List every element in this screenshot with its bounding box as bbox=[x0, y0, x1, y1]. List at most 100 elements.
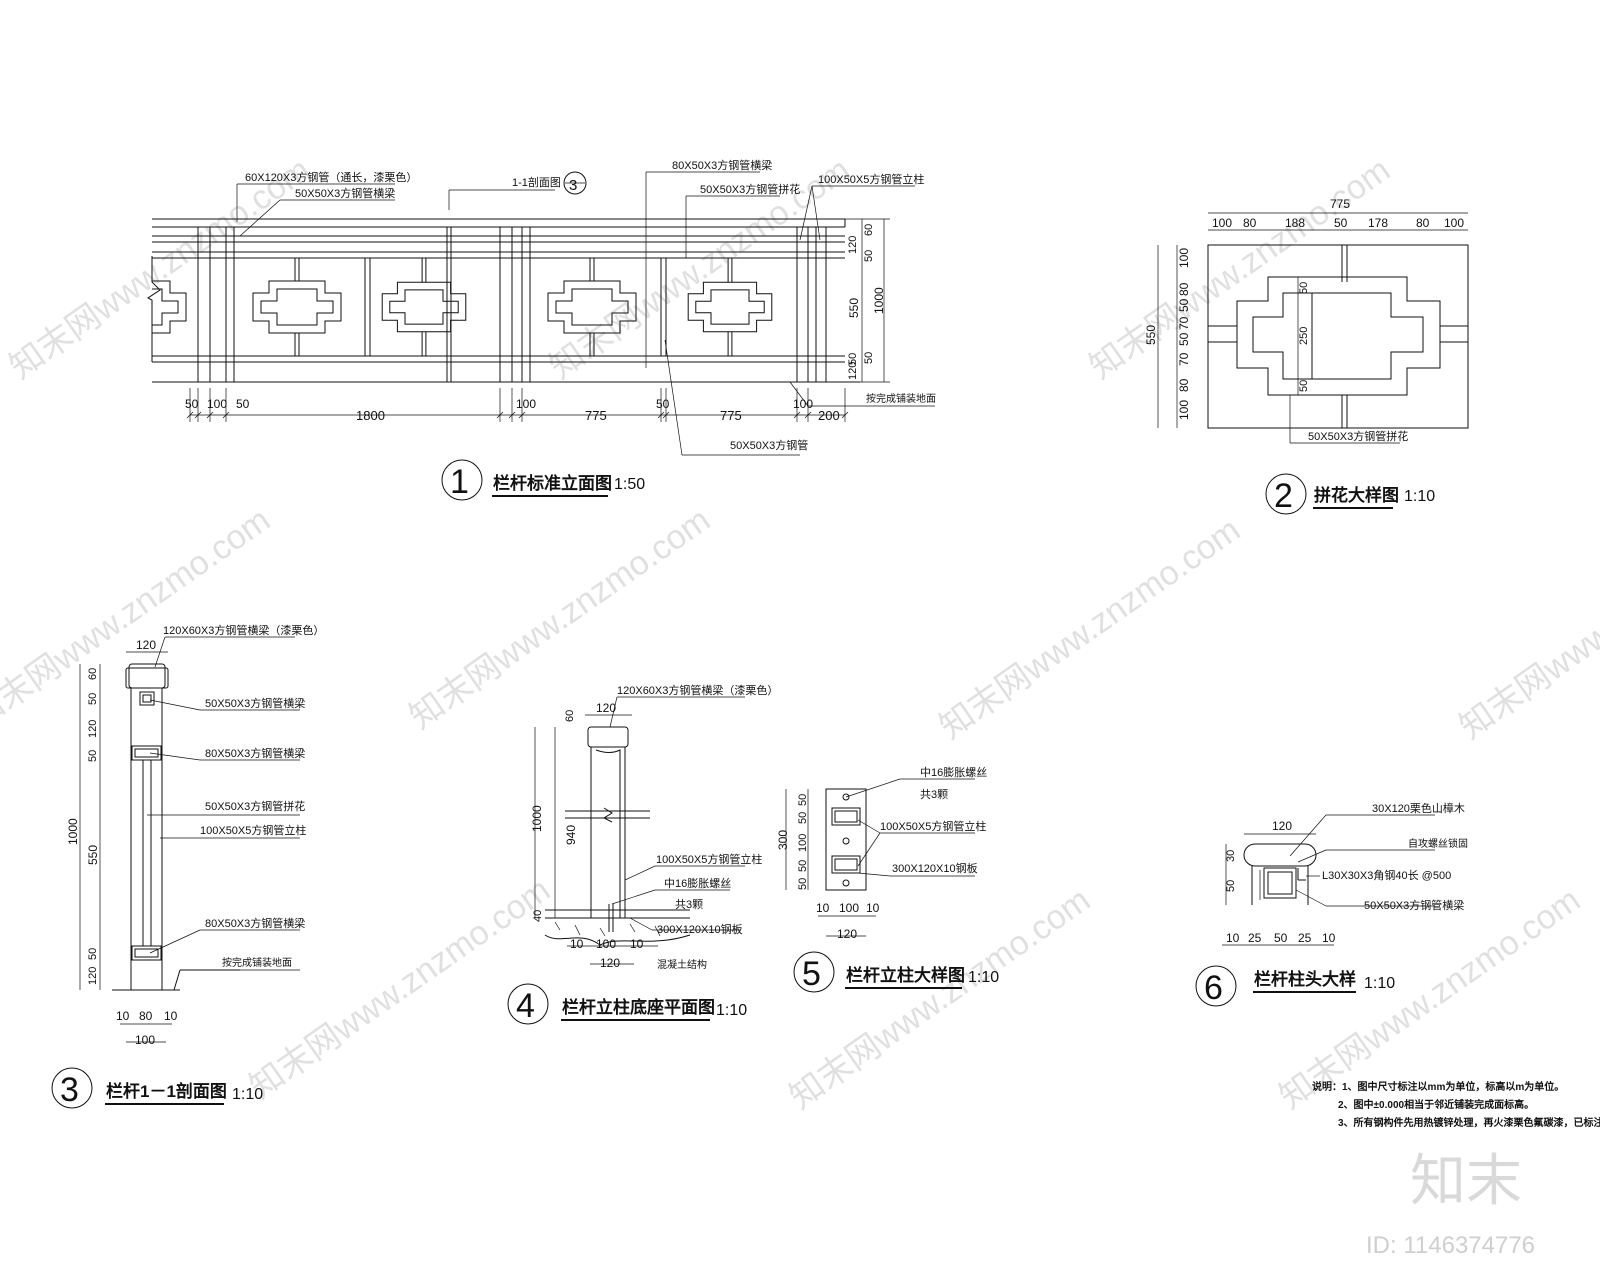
d2-dim-left: 100 bbox=[1177, 248, 1191, 268]
d5-dim-left: 50 bbox=[797, 860, 809, 872]
d3-label: 50X50X3方钢管拼花 bbox=[205, 799, 305, 813]
note-line: 3、所有钢构件先用热镀锌处理，再火漆栗色氟碳漆，已标注的除外。 bbox=[1338, 1116, 1600, 1129]
d3-label: 按完成铺装地面 bbox=[222, 956, 292, 969]
drawing-2-pattern: 775 100 80 188 50 178 80 100 550 100 80 … bbox=[1144, 197, 1469, 515]
lattice-motif bbox=[260, 288, 334, 326]
d1-section-ref-number: 3 bbox=[569, 177, 577, 194]
d4-title: 栏杆立柱底座平面图 bbox=[562, 997, 715, 1017]
d2-dim-top: 80 bbox=[1416, 216, 1430, 230]
d2-dim-left: 70 bbox=[1177, 352, 1191, 366]
d1-label-80x50: 80X50X3方钢管横梁 bbox=[672, 158, 772, 172]
image-id: ID: 1146374776 bbox=[1366, 1232, 1535, 1259]
d6-dim-left: 50 bbox=[1225, 880, 1237, 892]
drawing-6-post-head: 30X120栗色山樟木 自攻螺丝锁固 L30X30X3角钢40长 @500 50… bbox=[1195, 801, 1468, 1007]
section-marker-circle bbox=[563, 171, 587, 195]
d6-number: 6 bbox=[1204, 969, 1223, 1007]
d3-label: 80X50X3方钢管横梁 bbox=[205, 746, 305, 760]
d4-dim: 10 bbox=[570, 937, 584, 951]
d2-dim-inner: 50 bbox=[1298, 282, 1310, 294]
d1-dim-right: 120 bbox=[847, 236, 859, 254]
d4-dim: 120 bbox=[600, 956, 620, 970]
d2-dim-top: 188 bbox=[1285, 216, 1305, 230]
d4-dim: 10 bbox=[630, 937, 644, 951]
drawing-5-post-detail: 中16膨胀螺丝 共3颗 100X50X5方钢管立柱 300X120X10钢板 3… bbox=[776, 765, 999, 993]
d2-dim-left: 80 bbox=[1177, 282, 1191, 296]
d5-number: 5 bbox=[802, 955, 821, 993]
d6-label: 自攻螺丝锁固 bbox=[1408, 837, 1468, 850]
d4-dim: 40 bbox=[532, 910, 544, 922]
d3-dim-left: 50 bbox=[87, 948, 99, 960]
d3-label: 80X50X3方钢管横梁 bbox=[205, 916, 305, 930]
d5-dim-left: 50 bbox=[797, 812, 809, 824]
d2-dim-left: 550 bbox=[1144, 325, 1158, 345]
d1-dim-right: 1000 bbox=[872, 287, 886, 314]
d4-label: 中16膨胀螺丝 bbox=[664, 876, 731, 890]
d6-dim-bottom: 50 bbox=[1274, 931, 1288, 945]
d4-dim: 100 bbox=[596, 937, 616, 951]
d2-scale: 1:10 bbox=[1404, 488, 1435, 505]
brand-watermark: 知末 ID: 1146374776 bbox=[1366, 1149, 1535, 1259]
d6-dim-bottom: 10 bbox=[1226, 931, 1240, 945]
d1-label-section-ref: 1-1剖面图 bbox=[512, 175, 561, 189]
watermark-text: 知末网www.znzmo.com bbox=[3, 151, 317, 387]
d6-label: 30X120栗色山樟木 bbox=[1372, 801, 1465, 815]
lattice-motif bbox=[687, 281, 773, 333]
d1-title: 栏杆标准立面图 bbox=[493, 473, 612, 493]
d3-dim-left: 50 bbox=[87, 693, 99, 705]
d1-label-pattern: 50X50X3方钢管拼花 bbox=[700, 182, 800, 196]
d5-dim-left: 300 bbox=[776, 830, 790, 850]
d1-dim-bottom: 100 bbox=[516, 397, 536, 411]
d1-dim-right: 50 bbox=[863, 352, 875, 364]
d2-dim-top: 178 bbox=[1368, 216, 1388, 230]
d3-label: 120X60X3方钢管横梁（漆栗色） bbox=[163, 623, 324, 637]
d5-dim-bottom: 100 bbox=[839, 901, 859, 915]
d3-dim-left: 120 bbox=[87, 967, 99, 985]
lattice-motif bbox=[547, 280, 637, 334]
d1-dim-bottom: 50 bbox=[185, 397, 199, 411]
d3-dim-bottom: 10 bbox=[116, 1009, 130, 1023]
d6-dim-bottom: 25 bbox=[1298, 931, 1312, 945]
d3-dim-top: 120 bbox=[136, 638, 156, 652]
watermark-text: 知末网www.znzmo.com bbox=[403, 501, 717, 737]
d3-label: 100X50X5方钢管立柱 bbox=[200, 823, 306, 837]
d4-label: 100X50X5方钢管立柱 bbox=[656, 852, 762, 866]
d3-scale: 1:10 bbox=[232, 1086, 263, 1103]
d4-label: 300X120X10钢板 bbox=[657, 922, 743, 936]
d5-dim-bottom: 10 bbox=[866, 901, 880, 915]
lattice-motif-half bbox=[152, 280, 187, 334]
d1-dim-bottom: 50 bbox=[236, 397, 250, 411]
drawing-number-circle bbox=[793, 951, 835, 993]
d1-dim-bottom: 1800 bbox=[356, 408, 385, 423]
d2-label: 50X50X3方钢管拼花 bbox=[1308, 429, 1408, 443]
d2-dim-top: 100 bbox=[1212, 216, 1232, 230]
d2-dim-top: 775 bbox=[1330, 197, 1350, 211]
d2-dim-left: 50 bbox=[1177, 298, 1191, 312]
d1-label-crossbar: 50X50X3方钢管横梁 bbox=[295, 186, 395, 200]
d4-label: 120X60X3方钢管横梁（漆栗色） bbox=[617, 683, 778, 697]
d3-dim-bottom: 10 bbox=[164, 1009, 178, 1023]
d6-scale: 1:10 bbox=[1364, 975, 1395, 992]
d1-dim-right: 60 bbox=[863, 224, 875, 236]
d6-label: 50X50X3方钢管横梁 bbox=[1364, 898, 1464, 912]
d5-dim-bottom: 120 bbox=[837, 927, 857, 941]
d3-dim-left: 60 bbox=[87, 668, 99, 680]
note-line: 2、图中±0.000相当于邻近铺装完成面标高。 bbox=[1338, 1098, 1534, 1111]
d3-dim-left: 550 bbox=[86, 845, 100, 865]
d1-label-top-rail: 60X120X3方钢管（通长，漆栗色） bbox=[245, 170, 417, 184]
d1-dim-bottom: 100 bbox=[207, 397, 227, 411]
drawing-number-circle bbox=[441, 459, 483, 501]
d6-dim-top: 120 bbox=[1272, 819, 1292, 833]
d1-label-50x50-pipe: 50X50X3方钢管 bbox=[730, 438, 808, 452]
lattice-motif-half bbox=[152, 288, 179, 326]
lattice-motif bbox=[252, 280, 342, 334]
d3-dim-left: 1000 bbox=[66, 818, 80, 845]
d1-label-ground: 按完成铺装地面 bbox=[866, 392, 936, 405]
d1-dim-bottom: 50 bbox=[656, 397, 670, 411]
note-line: 说明：1、图中尺寸标注以mm为单位，标高以m为单位。 bbox=[1312, 1080, 1564, 1093]
drawing-number-circle bbox=[51, 1067, 93, 1109]
d1-dim-bottom: 100 bbox=[793, 397, 813, 411]
d5-title: 栏杆立柱大样图 bbox=[846, 965, 965, 985]
d5-label: 中16膨胀螺丝 bbox=[920, 765, 987, 779]
d3-dim-bottom: 80 bbox=[139, 1009, 153, 1023]
